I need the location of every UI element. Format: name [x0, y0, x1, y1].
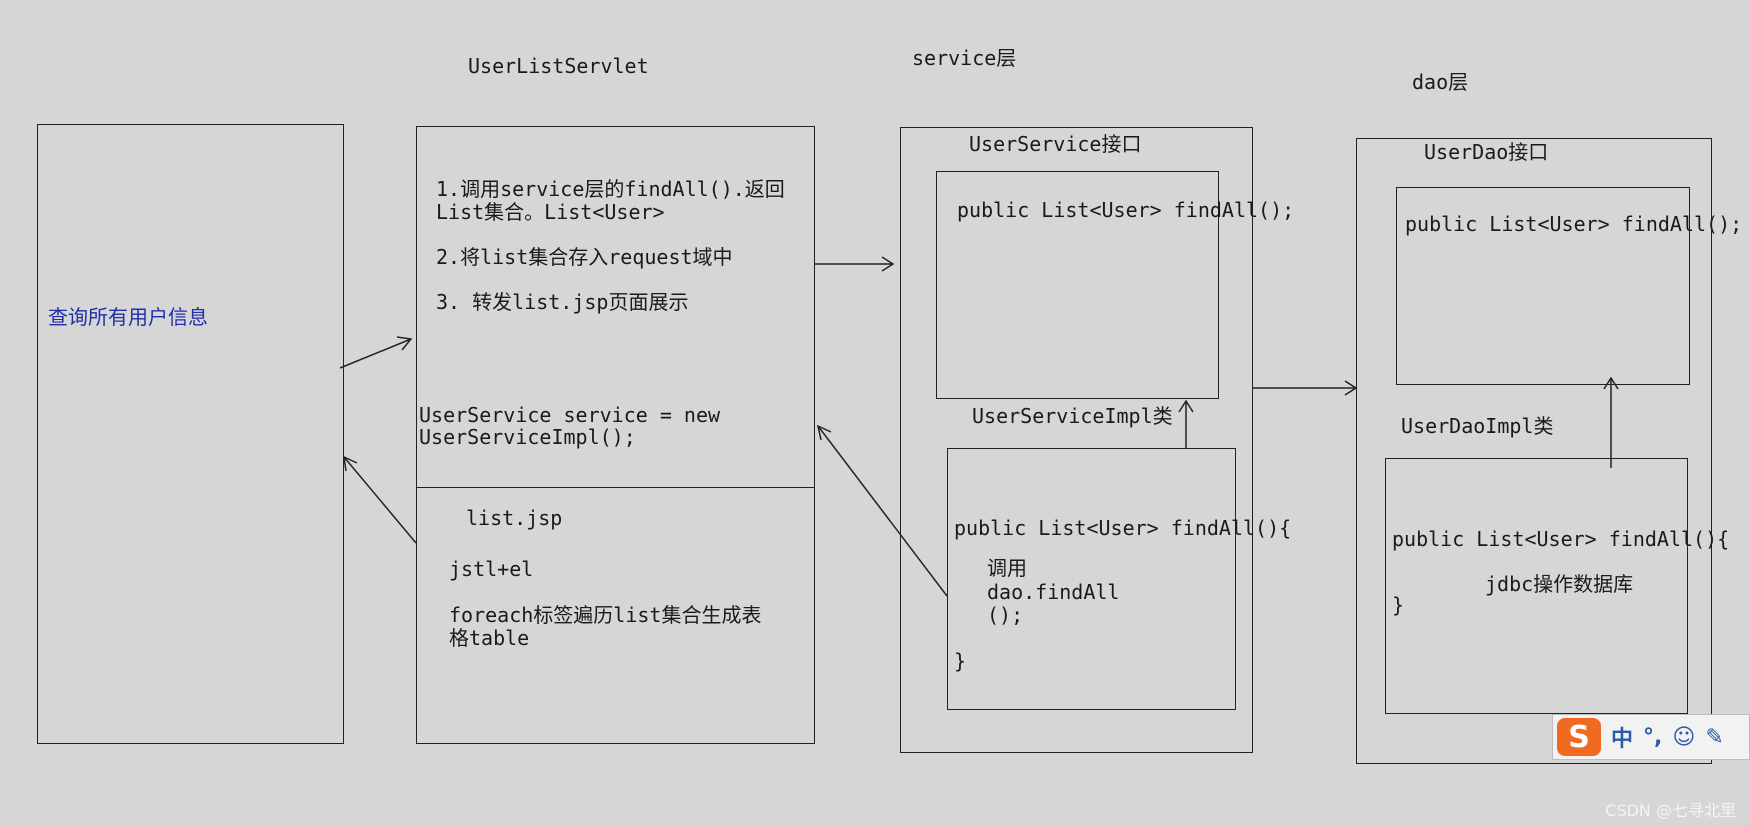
sogou-logo-icon[interactable]: S [1557, 718, 1601, 756]
jsp-line2: foreach标签遍历list集合生成表 [449, 603, 762, 627]
jsp-line3: 格table [449, 626, 530, 650]
dao-impl-box [1385, 458, 1688, 714]
jsp-line1: jstl+el [449, 557, 534, 581]
dao-impl-line2: jdbc操作数据库 [1485, 572, 1634, 596]
dao-impl-line1: public List<User> findAll(){ [1392, 527, 1730, 551]
servlet-code-line1: UserService service = new [419, 403, 721, 427]
dao-impl-label: UserDaoImpl类 [1401, 414, 1554, 438]
servlet-step2: 2.将list集合存入request域中 [436, 245, 733, 269]
arrow-query-to-servlet [339, 336, 413, 369]
servlet-title: UserListServlet [468, 54, 649, 78]
service-impl-line2: 调用 [987, 556, 1027, 580]
arrow-dao-impl-to-interface [1603, 376, 1619, 468]
ime-pen-icon[interactable]: ✎ [1705, 724, 1724, 750]
query-users-label: 查询所有用户信息 [48, 305, 208, 329]
servlet-code-line2: UserServiceImpl(); [419, 425, 636, 449]
service-layer-box [900, 127, 1253, 753]
dao-interface-method: public List<User> findAll(); [1405, 212, 1743, 236]
dao-interface-label: UserDao接口 [1424, 140, 1549, 164]
servlet-step1-line2: List集合。List<User> [436, 200, 665, 224]
service-title: service层 [912, 46, 1017, 70]
service-interface-method: public List<User> findAll(); [957, 198, 1295, 222]
service-impl-line3: dao.findAll [987, 580, 1120, 604]
arrow-service-to-dao [1253, 380, 1358, 396]
dao-title: dao层 [1412, 70, 1469, 94]
jsp-title: list.jsp [466, 506, 563, 530]
servlet-divider [416, 487, 815, 488]
dao-interface-box [1396, 187, 1690, 385]
service-impl-line1: public List<User> findAll(){ [954, 516, 1292, 540]
service-interface-box [936, 171, 1219, 399]
arrow-servlet-to-query [343, 455, 417, 544]
servlet-box [416, 126, 815, 744]
service-impl-box [947, 448, 1236, 710]
dao-impl-line3: } [1392, 593, 1405, 617]
query-users-box [37, 124, 344, 744]
service-impl-line5: } [954, 649, 967, 673]
service-interface-label: UserService接口 [969, 132, 1142, 156]
dao-layer-box [1356, 138, 1712, 764]
ime-toolbar[interactable]: S 中 °, ☺ ✎ [1552, 714, 1750, 760]
ime-punctuation-button[interactable]: °, [1643, 724, 1663, 750]
arrow-servlet-to-service [815, 256, 895, 272]
servlet-step1-line1: 1.调用service层的findAll().返回 [436, 177, 785, 201]
ime-emoji-icon[interactable]: ☺ [1672, 724, 1696, 750]
service-impl-label: UserServiceImpl类 [972, 404, 1173, 428]
service-impl-line4: (); [987, 603, 1024, 627]
ime-chinese-mode-button[interactable]: 中 [1611, 727, 1634, 752]
arrow-service-impl-to-interface [1178, 399, 1194, 448]
servlet-step3: 3. 转发list.jsp页面展示 [436, 290, 689, 314]
arrow-service-to-servlet [816, 424, 948, 597]
csdn-watermark: CSDN @七寻北里 [1605, 801, 1736, 820]
